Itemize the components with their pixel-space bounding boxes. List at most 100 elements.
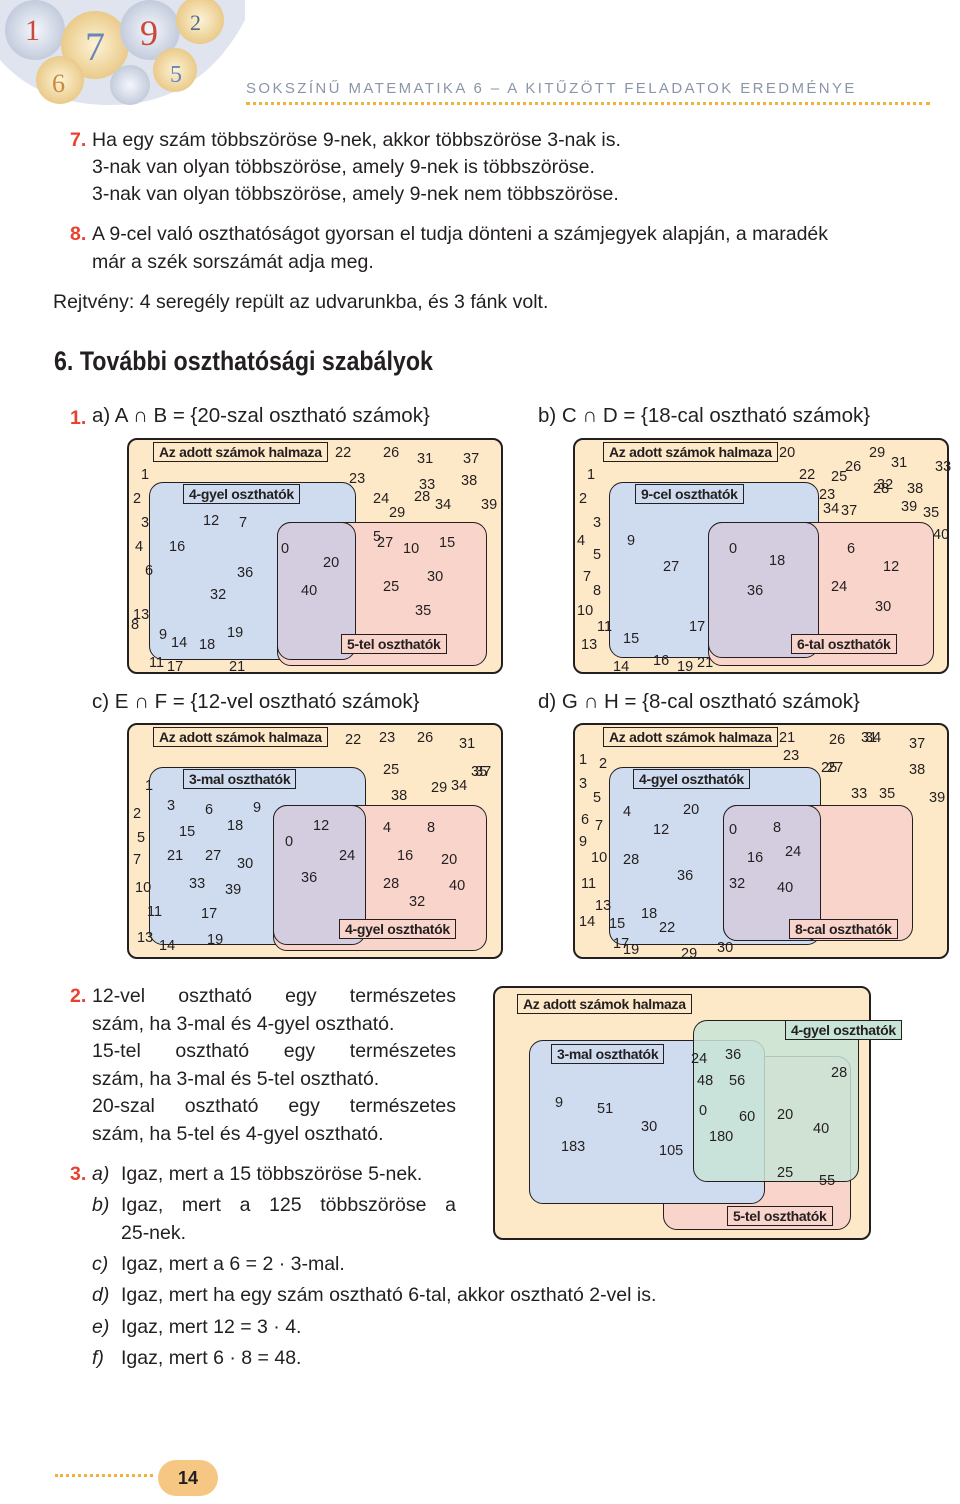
venn-a-set-b-label: 5-tel oszthatók [341, 634, 447, 654]
venn-a-number: 32 [210, 587, 227, 603]
venn-ex2-number: 51 [597, 1101, 614, 1117]
venn-c-number: 30 [237, 856, 254, 872]
venn-d-number: 37 [909, 736, 926, 752]
venn-d-number: 2 [599, 756, 608, 772]
venn-a-number: 16 [169, 539, 186, 555]
item-8-line-2: már a szék sorszámát adja meg. [92, 251, 374, 273]
venn-b-number: 37 [841, 503, 858, 519]
venn-c-number: 21 [167, 848, 184, 864]
venn-b-title: b) C ∩ D = {18-cal osztható számok} [538, 404, 871, 427]
venn-ex2-number: 105 [659, 1143, 684, 1159]
venn-c-number: 35 [471, 764, 488, 780]
venn-d-number: 6 [581, 812, 590, 828]
venn-b-number: 22 [799, 467, 816, 483]
venn-a-number: 6 [145, 563, 154, 579]
venn-a-number: 7 [239, 515, 248, 531]
page-number-divider [55, 1474, 153, 1477]
venn-3-set-3-label: 3-mal oszthatók [551, 1044, 665, 1064]
venn-a-number: 5 [373, 529, 382, 545]
venn-a-number: 33 [419, 477, 436, 493]
venn-ex2-number: 40 [813, 1121, 830, 1137]
venn-d-title: d) G ∩ H = {8-cal osztható számok} [538, 690, 860, 713]
exercise-2-number: 2. [70, 985, 87, 1007]
venn-b-number: 31 [891, 455, 908, 471]
venn-d-number: 33 [851, 786, 868, 802]
venn-a-number: 0 [281, 541, 290, 557]
venn-a-number: 21 [229, 659, 246, 675]
venn-d-number: 30 [717, 940, 734, 956]
venn-b-number: 4 [577, 533, 586, 549]
venn-b-number: 32 [877, 477, 894, 493]
venn-d-number: 38 [909, 762, 926, 778]
venn-c-number: 23 [379, 730, 396, 746]
venn-ex2-number: 183 [561, 1139, 586, 1155]
venn-c-number: 34 [451, 778, 468, 794]
venn-c-number: 38 [391, 788, 408, 804]
venn-b-number: 34 [823, 501, 840, 517]
venn-a-number: 1 [141, 467, 150, 483]
exercise-3-number: 3. [70, 1163, 87, 1185]
venn-d-number: 19 [623, 942, 640, 958]
venn-c-number: 36 [301, 870, 318, 886]
venn-b-number: 38 [907, 481, 924, 497]
section-title: 6. További oszthatósági szabályok [54, 346, 433, 376]
venn-b-number: 14 [613, 659, 630, 675]
venn-d-number: 18 [641, 906, 658, 922]
venn-b-number: 3 [593, 515, 602, 531]
venn-d-number: 40 [777, 880, 794, 896]
venn-c-number: 26 [417, 730, 434, 746]
exercise-3f-text: Igaz, mert 6 · 8 = 48. [121, 1347, 302, 1369]
venn-d-number: 39 [929, 790, 946, 806]
venn-c-number: 9 [253, 800, 262, 816]
running-header: SOKSZÍNŰ MATEMATIKA 6 – A KITŰZÖTT FELAD… [246, 80, 857, 97]
venn-b-number: 36 [747, 583, 764, 599]
venn-ex2-number: 25 [777, 1165, 794, 1181]
venn-b-number: 26 [845, 459, 862, 475]
venn-b-number: 35 [923, 505, 940, 521]
venn-a-number: 24 [373, 491, 390, 507]
venn-b-number: 33 [935, 459, 952, 475]
venn-c-title: c) E ∩ F = {12-vel osztható számok} [92, 690, 420, 713]
venn-ex2-number: 9 [555, 1095, 564, 1111]
venn-d-number: 9 [579, 834, 588, 850]
venn-b-number: 10 [577, 603, 594, 619]
venn-ex2-number: 55 [819, 1173, 836, 1189]
venn-c-universe-label: Az adott számok halmaza [153, 727, 328, 747]
venn-d-number: 28 [623, 852, 640, 868]
venn-a-number: 3 [141, 515, 150, 531]
venn-d-number: 17 [613, 936, 630, 952]
venn-c-set-b-label: 4-gyel oszthatók [339, 919, 456, 939]
venn-c-number: 1 [145, 778, 154, 794]
venn-a-number: 31 [417, 451, 434, 467]
venn-diagram-three-sets: Az adott számok halmaza 3-mal oszthatók … [493, 986, 902, 1240]
venn-a-number: 37 [463, 451, 480, 467]
venn-b-number: 12 [883, 559, 900, 575]
venn-c-number: 24 [339, 848, 356, 864]
venn-c-number: 33 [189, 876, 206, 892]
venn-b-number: 16 [653, 653, 670, 669]
venn-a-number: 35 [415, 603, 432, 619]
exercise-3a-label: a) [92, 1163, 110, 1185]
venn-d-number: 7 [595, 818, 604, 834]
venn-c-number: 27 [205, 848, 222, 864]
venn-a-number: 20 [323, 555, 340, 571]
venn-c-number: 17 [201, 906, 218, 922]
venn-d-number: 0 [729, 822, 738, 838]
venn-b-number: 0 [729, 541, 738, 557]
venn-3-set-5-label: 5-tel oszthatók [727, 1206, 833, 1226]
venn-d-number: 31 [861, 730, 878, 746]
venn-c-number: 2 [133, 806, 142, 822]
venn-b-number: 1 [587, 467, 596, 483]
venn-d-number: 23 [783, 748, 800, 764]
venn-c-number: 19 [207, 932, 224, 948]
exercise-2-line-2: szám, ha 3-mal és 4-gyel osztható. [92, 1013, 395, 1035]
venn-a-number: 28 [414, 489, 431, 505]
venn-d-universe-label: Az adott számok halmaza [603, 727, 778, 747]
venn-a-number: 30 [427, 569, 444, 585]
venn-d-number: 26 [829, 732, 846, 748]
exercise-3a-text: Igaz, mert a 15 többszöröse 5-nek. [121, 1163, 423, 1185]
venn-c-number: 40 [449, 878, 466, 894]
venn-d-number: 32 [729, 876, 746, 892]
venn-ex2-number: 20 [777, 1107, 794, 1123]
item-8-number: 8. [70, 223, 87, 245]
